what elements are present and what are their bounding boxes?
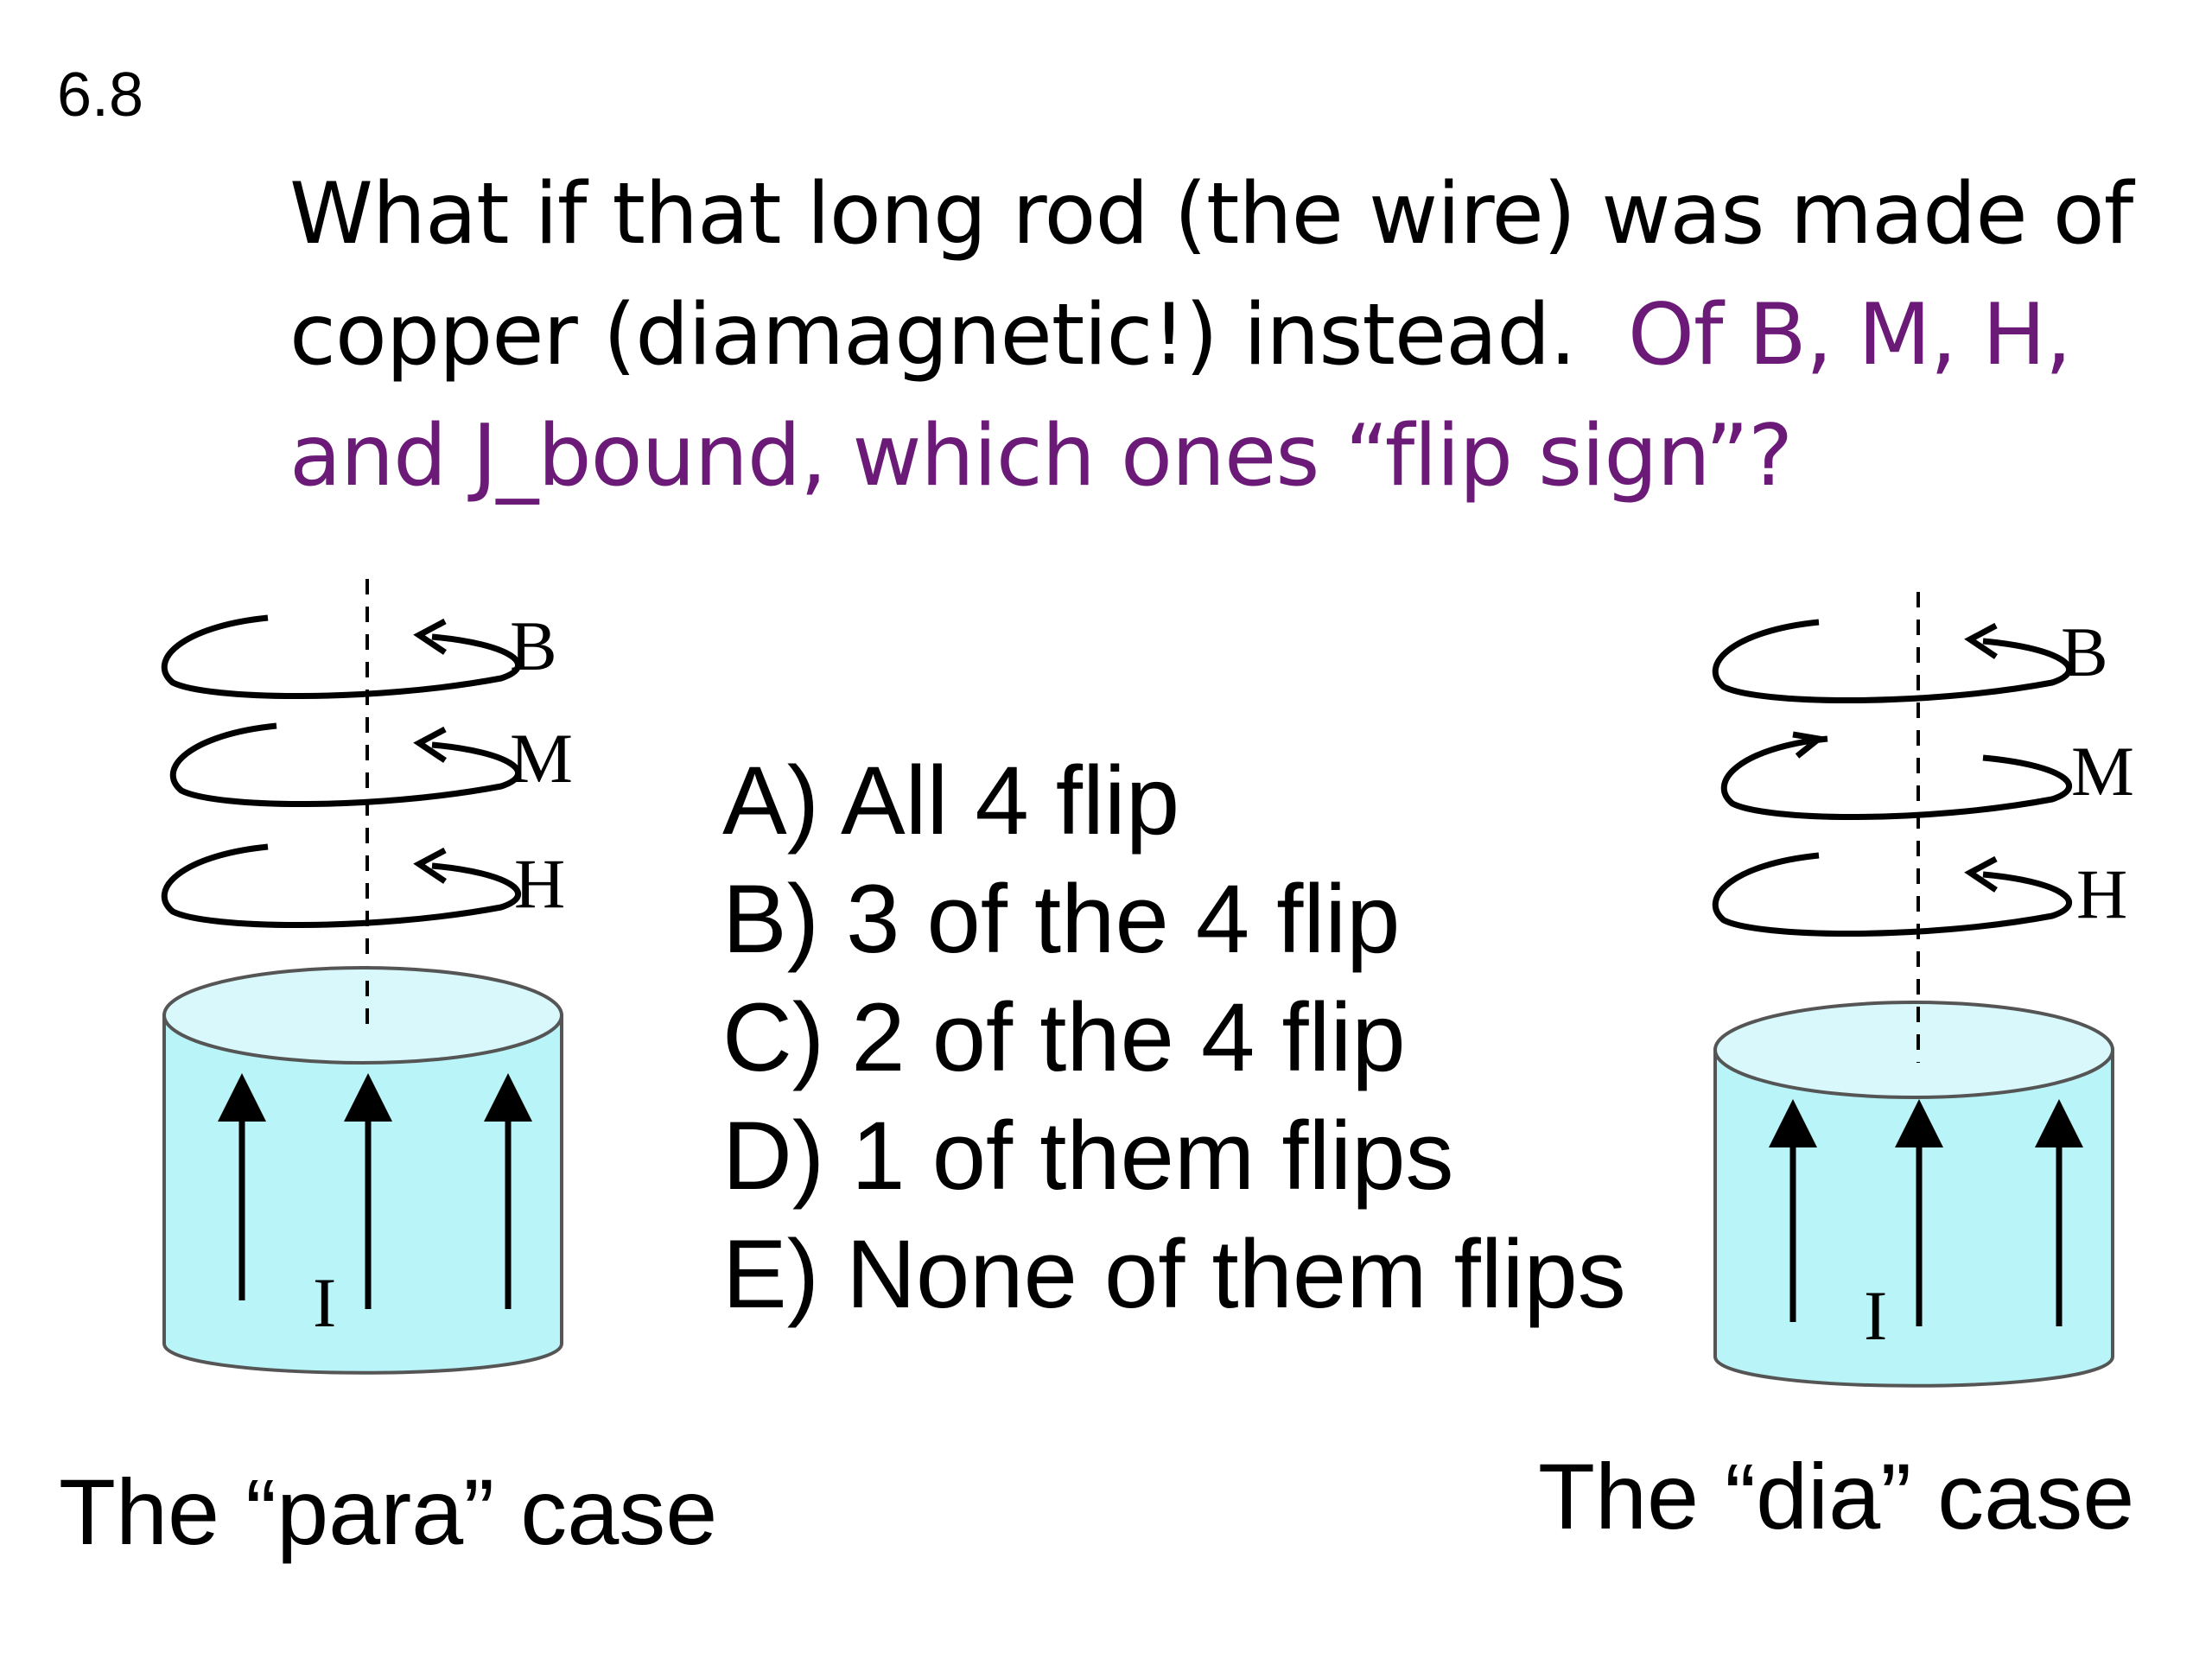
cylinder-body [162, 1014, 563, 1375]
m-field-loop [1720, 735, 2072, 820]
dia-case-caption: The “dia” case [1538, 1444, 2135, 1548]
cylinder-top [1713, 1001, 2114, 1099]
para-case-figure: B M H I [161, 579, 573, 1375]
label-b: B [510, 607, 557, 685]
option-c: C) 2 of the 4 flip [722, 983, 1406, 1091]
b-field-arrow-icon [1964, 622, 1998, 659]
option-b: B) 3 of the 4 flip [722, 865, 1401, 973]
label-h: H [2076, 855, 2127, 933]
answer-options: A) All 4 flip B) 3 of the 4 flip C) 2 of… [722, 741, 1626, 1333]
b-field-arrow-icon [413, 618, 447, 655]
para-case-caption: The “para” case [59, 1459, 718, 1564]
option-a: A) All 4 flip [722, 747, 1180, 855]
b-field-loop [1712, 619, 2072, 703]
question-text: What if that long rod (the wire) was mad… [289, 154, 2147, 517]
m-field-arrow-icon [1792, 731, 1827, 759]
cylinder-body [1713, 1048, 2114, 1388]
option-e: E) None of them flips [722, 1220, 1626, 1328]
label-i: I [313, 1263, 336, 1342]
h-field-loop [1712, 852, 2072, 937]
option-d: D) 1 of them flips [722, 1102, 1454, 1210]
label-b: B [2061, 613, 2108, 691]
b-field-loop [161, 614, 521, 699]
h-field-arrow-icon [413, 847, 447, 884]
question-accent: Of B, M, H, and J_bound, which ones “fli… [289, 286, 2072, 505]
label-i: I [1864, 1276, 1887, 1355]
m-field-arrow-icon [413, 726, 447, 763]
label-m: M [510, 719, 573, 798]
question-main: What if that long rod (the wire) was mad… [289, 165, 2133, 385]
cylinder-top [162, 966, 563, 1065]
h-field-loop [161, 843, 521, 928]
label-m: M [2071, 732, 2134, 810]
h-field-arrow-icon [1964, 855, 1998, 893]
slide-number: 6.8 [57, 60, 144, 130]
dia-case-figure: B M H I [1712, 592, 2134, 1388]
m-field-loop [169, 722, 521, 807]
label-h: H [514, 844, 565, 923]
